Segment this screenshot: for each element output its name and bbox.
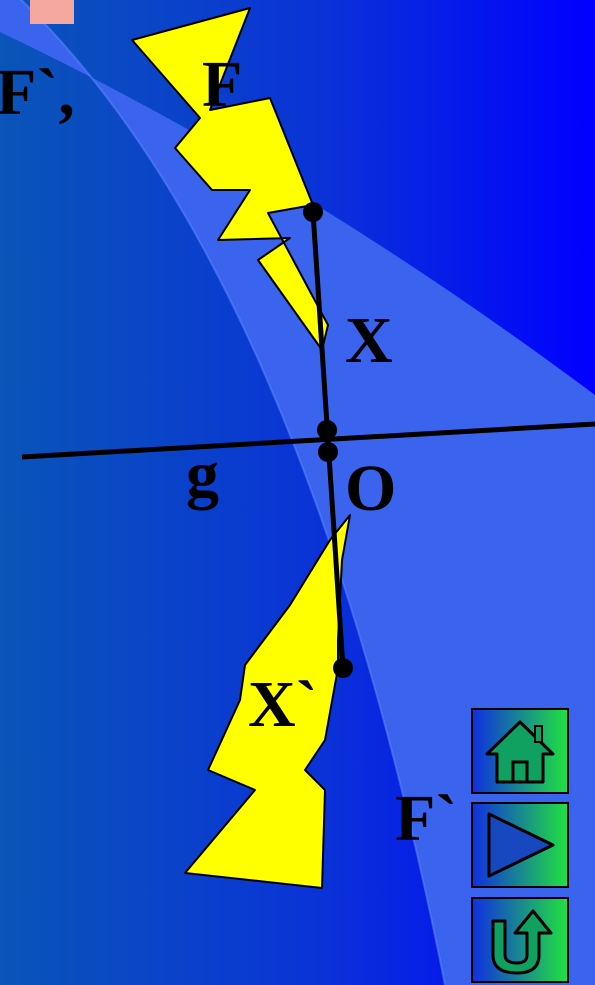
home-button[interactable] [471,708,569,794]
back-button[interactable] [471,897,569,983]
title-fragment [30,0,74,24]
point-o [318,442,338,462]
label-f-prime: F` [395,782,458,855]
label-g: g [186,438,219,511]
label-x-prime: X` [248,668,318,741]
next-button[interactable] [471,802,569,888]
label-f: F [202,48,243,121]
segment-x-xprime [310,211,346,669]
lightning-bolt-f-prime [184,514,351,889]
point-x-prime [333,658,353,678]
label-x: X [345,304,393,377]
house-icon [473,710,567,792]
lightning-bolt-f [131,7,329,351]
label-top-partial: F`, [0,56,75,129]
label-o: O [345,452,397,525]
point-intersection [317,420,337,440]
play-triangle-icon [473,804,567,886]
u-turn-arrow-icon [473,899,567,981]
line-g [21,421,595,460]
point-x [303,202,323,222]
band-edge [19,0,446,985]
